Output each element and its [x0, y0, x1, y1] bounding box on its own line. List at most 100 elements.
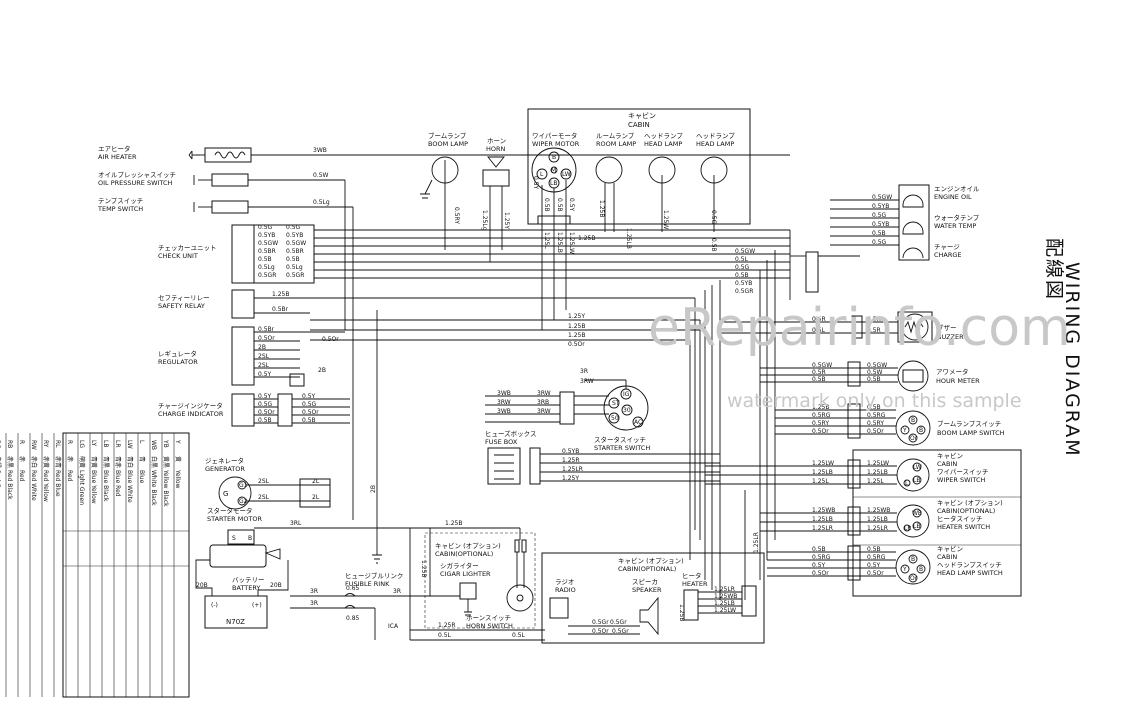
chl-en: CABIN — [937, 553, 957, 561]
temp-en: TEMP SWITCH — [97, 205, 143, 213]
wire-sstop-0: 3R — [580, 368, 588, 375]
code-jp-1-2: 赤白 — [30, 456, 38, 468]
boomsw-en: BOOM LAMP SWITCH — [937, 429, 1005, 437]
wire-cab-6: 1.25LW — [568, 232, 575, 254]
wire-mid-3: 0.5Or — [568, 341, 585, 348]
wire-reg-3: 2SL — [258, 353, 270, 360]
code-1-3: R — [18, 440, 25, 444]
wire-radio-3: 0.5Gr — [612, 628, 629, 635]
title-en: WIRING DIAGRAM — [1061, 262, 1083, 458]
starter-jp: スタータモータ — [207, 506, 253, 515]
wire-right-3: 0.5B — [735, 272, 749, 279]
wire-cab-1: 0.5B — [543, 198, 550, 212]
wire-boomsw-4: 0.5B — [867, 404, 881, 411]
air-heater-en: AIR HEATER — [98, 153, 137, 161]
wire-radio-1: 0.5Gr — [610, 619, 627, 626]
code-jp-0-7: 青黄 — [90, 456, 98, 468]
hornsw-en: HORN SWITCH — [466, 622, 513, 630]
wire-reg-4: 2SL — [258, 362, 270, 369]
cw-en: CABIN — [937, 460, 957, 468]
wire-fus-1: 3R — [310, 600, 318, 607]
svg-text:(-): (-) — [211, 602, 218, 609]
wire-horn1: 1.25Lg — [481, 210, 488, 231]
wire-hornsw-2: 0.5L — [512, 632, 526, 639]
hornsw-jp: ホーンスイッチ — [466, 614, 511, 622]
wire-buz-2: 0.5L — [812, 327, 826, 334]
safety-jp: セフティーリレー — [158, 294, 210, 302]
spk-en: SPEAKER — [632, 586, 662, 594]
svg-text:WB: WB — [912, 510, 922, 517]
wire-wip-3: 1.25LW — [867, 460, 889, 467]
gen-jp: ジェネレータ — [205, 456, 244, 465]
wire-hts-5: 1.25LR — [867, 525, 888, 532]
wire-cab-10: 0.5G — [710, 210, 717, 225]
wire-right-1: 0.5L — [735, 256, 749, 263]
wire-hts-1: 1.25LB — [812, 516, 833, 523]
wire-wip-4: 1.25LB — [867, 469, 888, 476]
chg-en: CHARGE INDICATOR — [158, 410, 224, 418]
hour-meter: アワメータ HOUR METER — [897, 360, 980, 392]
wire-hls-3: 0.5Or — [812, 570, 829, 577]
chg-jp: チャージインジケータ — [158, 401, 223, 410]
wire-chg-1: 0.5G — [258, 401, 273, 408]
temp-jp: テンプスイッチ — [98, 197, 143, 205]
wire-hls-2: 0.5Y — [812, 562, 826, 569]
svg-text:B: B — [919, 427, 923, 434]
cigar-cabin-frame — [424, 532, 536, 629]
code-en-1-2: Red White — [30, 470, 37, 501]
htr-en: HEATER — [682, 580, 708, 588]
wire-chgr-0: 0.5Y — [302, 393, 316, 400]
code-en-1-1: Red Yellow — [42, 470, 49, 502]
wire-radio-2: 0.5Or — [592, 628, 609, 635]
wire-boom: 0.5RY — [453, 207, 460, 224]
code-jp-0-4: 青白 — [126, 456, 134, 468]
gen-en: GENERATOR — [205, 465, 245, 473]
svg-text:B: B — [248, 535, 252, 542]
wire-check-5: 0.5Lg — [258, 264, 275, 271]
wire-check-3: 0.5BR — [258, 248, 276, 255]
head-lamp-2: ヘッドランプ HEAD LAMP — [696, 132, 735, 232]
heater-switch: WB LB LR キャビン (オプション) CABIN(OPTIONAL) ヒー… — [896, 498, 1003, 538]
charge-en: CHARGE — [934, 251, 962, 259]
wire-chg-2: 0.5Or — [258, 409, 275, 416]
cw-jp: キャビン — [937, 451, 963, 460]
wire-eng-0: 0.5GW — [872, 194, 892, 201]
boomsw-jp: ブームランプスイッチ — [937, 419, 1001, 428]
svg-text:LB: LB — [550, 180, 557, 187]
wire-fuse-3: 1.25Y — [562, 475, 579, 482]
wire-wip-5: 1.25L — [867, 478, 884, 485]
svg-text:L: L — [540, 171, 544, 178]
code-1-1: RY — [42, 440, 49, 448]
svg-text:G2: G2 — [239, 498, 248, 505]
svg-text:Or: Or — [910, 435, 918, 442]
ss-en: STARTER SWITCH — [594, 444, 650, 452]
cabin-frame — [527, 108, 751, 225]
svg-text:ST: ST — [612, 400, 620, 407]
wire-gen-0: 2SL — [258, 478, 270, 485]
wire-hls-1: 0.5RG — [812, 554, 831, 561]
cig-jp: シガライター — [440, 561, 479, 570]
code-en-0-1: Yellow Black — [162, 469, 169, 507]
svg-text:Y: Y — [902, 427, 907, 434]
code-en-0-7: Blue Yellow — [90, 470, 97, 504]
wire-cab-9: 1.25W — [662, 210, 669, 229]
svg-text:AC: AC — [634, 419, 642, 426]
wire-heater-3: 1.25LW — [714, 607, 736, 614]
wire-eng-5: 0.5G — [872, 239, 887, 246]
wire-hornsw-1: 0.5L — [438, 632, 452, 639]
svg-text:Or: Or — [910, 575, 918, 582]
wire-cab-125b: 1.25B — [578, 235, 595, 242]
wire-ss-2: 3WB — [497, 408, 511, 415]
code-1-5: RG — [0, 440, 1, 449]
wire-reg-1: 0.5Or — [258, 335, 275, 342]
wire-gen-r1: 2L — [312, 494, 320, 501]
svg-text:B: B — [919, 566, 923, 573]
room-lamp: ルームランプ ROOM LAMP — [595, 132, 636, 232]
wire-heater-2: 1.25LB — [714, 600, 735, 607]
oil-jp: オイルプレッシャスイッチ — [98, 171, 176, 179]
wire-reg-r: 0.5Or — [322, 336, 339, 343]
wire-hls-5: 0.5RG — [867, 554, 886, 561]
wire-hls-0: 0.5B — [812, 546, 826, 553]
buzzer-jp: ブザー — [937, 323, 957, 332]
